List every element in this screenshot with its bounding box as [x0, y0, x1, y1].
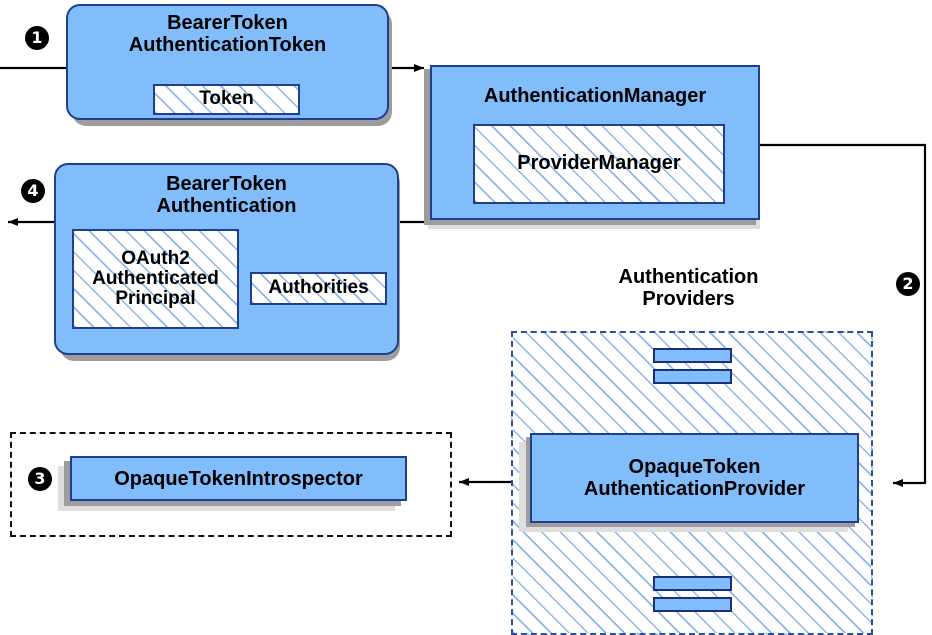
authorities-box[interactable]: Authorities	[250, 272, 387, 305]
bearer-token-authentication-title-line2: Authentication	[156, 195, 297, 217]
authentication-providers-caption-line1: Authentication	[618, 266, 759, 288]
bearer-token-authentication[interactable]: BearerToken Authentication OAuth2 Authen…	[54, 163, 399, 355]
authentication-manager-title: AuthenticationManager	[483, 85, 707, 107]
provider-stack-bar-top-1	[653, 348, 732, 363]
provider-manager-inner-box[interactable]: ProviderManager	[473, 124, 725, 204]
oauth2-authenticated-principal-box[interactable]: OAuth2 Authenticated Principal	[72, 229, 239, 329]
token-inner-box[interactable]: Token	[153, 84, 300, 115]
step-4-badge: 4	[21, 179, 45, 203]
step-3-badge: 3	[28, 467, 52, 491]
step-4-number: 4	[27, 181, 39, 200]
bearer-token-authentication-token[interactable]: BearerToken AuthenticationToken Token	[66, 4, 389, 120]
principal-line1: OAuth2	[121, 247, 190, 269]
bearer-token-authentication-token-title: BearerToken AuthenticationToken	[129, 12, 326, 56]
step-1-badge: 1	[25, 26, 49, 50]
opaque-token-introspector[interactable]: OpaqueTokenIntrospector	[70, 456, 407, 501]
bearer-token-authentication-title: BearerToken Authentication	[157, 173, 297, 217]
principal-line3: Principal	[115, 288, 196, 310]
provider-stack-bar-bottom-2	[653, 597, 732, 612]
bearer-token-authentication-token-title-line1: BearerToken	[167, 12, 288, 34]
step-2-badge: 2	[896, 272, 920, 296]
principal-line2: Authenticated	[92, 267, 219, 289]
opaque-token-introspector-region	[10, 432, 452, 537]
provider-manager-label: ProviderManager	[517, 152, 681, 175]
opaque-token-authentication-provider-line1: OpaqueToken	[628, 456, 761, 478]
provider-stack-bar-top-2	[653, 369, 732, 384]
bearer-token-authentication-title-line1: BearerToken	[166, 173, 287, 195]
bearer-token-authentication-token-title-line2: AuthenticationToken	[128, 34, 327, 56]
step-3-number: 3	[34, 469, 46, 488]
provider-stack-bar-bottom-1	[653, 576, 732, 591]
token-inner-label: Token	[199, 88, 254, 110]
opaque-token-authentication-provider-line2: AuthenticationProvider	[583, 478, 806, 500]
authorities-label: Authorities	[268, 277, 369, 299]
authentication-providers-caption: Authentication Providers	[571, 266, 806, 310]
authentication-manager[interactable]: AuthenticationManager ProviderManager	[430, 65, 760, 220]
opaque-token-introspector-label: OpaqueTokenIntrospector	[114, 467, 363, 490]
step-1-number: 1	[31, 28, 43, 47]
opaque-token-authentication-provider-label: OpaqueToken AuthenticationProvider	[584, 456, 805, 500]
authentication-providers-caption-line2: Providers	[642, 288, 735, 310]
oauth2-authenticated-principal-label: OAuth2 Authenticated Principal	[92, 247, 219, 310]
step-2-number: 2	[902, 274, 914, 293]
opaque-token-authentication-provider[interactable]: OpaqueToken AuthenticationProvider	[530, 433, 859, 523]
